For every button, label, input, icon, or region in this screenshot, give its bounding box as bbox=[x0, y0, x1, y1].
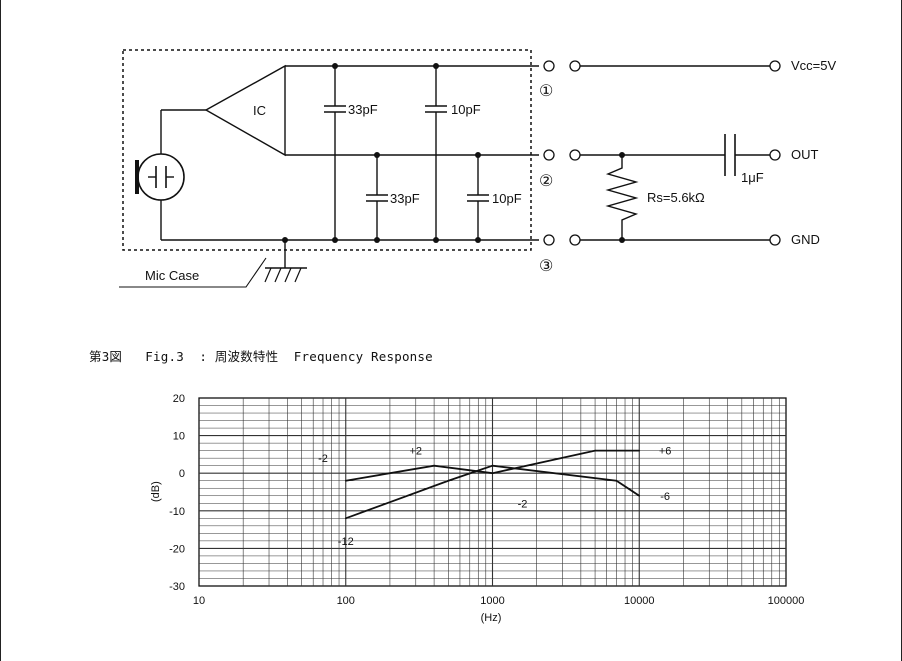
x-tick-label: 10000 bbox=[624, 595, 655, 607]
pin-2-number: ② bbox=[539, 173, 553, 190]
annotation-label: +2 bbox=[409, 446, 422, 458]
figure-caption: 第3図 Fig.3 : 周波数特性 Frequency Response bbox=[89, 349, 433, 364]
capacitor-33pf-bottom bbox=[366, 152, 388, 243]
x-tick-label: 1000 bbox=[480, 595, 504, 607]
ic-amplifier bbox=[204, 64, 286, 157]
chart-series bbox=[344, 449, 641, 520]
annotation-label: -12 bbox=[338, 536, 354, 548]
resistor-label: Rs=5.6kΩ bbox=[647, 190, 705, 205]
ground-symbol-icon bbox=[264, 240, 307, 283]
y-tick-label: 0 bbox=[179, 468, 185, 480]
data-point-upper bbox=[638, 449, 641, 452]
annotation-label: +6 bbox=[659, 446, 672, 458]
y-tick-label: 20 bbox=[173, 393, 185, 405]
cap-top-2-label: 10pF bbox=[451, 102, 481, 117]
data-point-lower bbox=[491, 464, 494, 467]
data-point-lower bbox=[615, 479, 618, 482]
resistor-icon bbox=[605, 155, 639, 240]
capacitor-33pf-top bbox=[324, 63, 346, 243]
annotation-label: -6 bbox=[660, 491, 670, 503]
mic-enclosure bbox=[122, 49, 532, 251]
y-tick-label: -10 bbox=[169, 506, 185, 518]
y-tick-label: -20 bbox=[169, 543, 185, 555]
microphone-circuit-diagram: IC 33pF 10pF bbox=[119, 49, 836, 288]
x-tick-label: 10 bbox=[193, 595, 205, 607]
capacitor-10pf-top bbox=[425, 63, 447, 243]
microphone-icon bbox=[135, 153, 185, 201]
pin-3-number: ③ bbox=[539, 258, 553, 275]
cap-top-1-label: 33pF bbox=[348, 102, 378, 117]
data-point-lower bbox=[344, 517, 347, 520]
vcc-label: Vcc=5V bbox=[791, 58, 836, 73]
data-point-upper bbox=[344, 479, 347, 482]
annotation-label: -2 bbox=[318, 453, 328, 465]
data-point-lower bbox=[638, 494, 641, 497]
cap-bot-2-label: 10pF bbox=[492, 191, 522, 206]
cap-bot-1-label: 33pF bbox=[390, 191, 420, 206]
capacitor-10pf-bottom bbox=[467, 152, 489, 243]
y-tick-label: -30 bbox=[169, 581, 185, 593]
gnd-label: GND bbox=[791, 232, 820, 247]
out-cap-label: 1μF bbox=[741, 170, 764, 185]
data-point-upper bbox=[594, 449, 596, 452]
data-point-upper bbox=[491, 472, 494, 474]
capacitor-1uf bbox=[724, 134, 736, 176]
out-label: OUT bbox=[791, 147, 819, 162]
data-point-upper bbox=[433, 464, 435, 467]
x-axis-label: (Hz) bbox=[481, 612, 502, 624]
y-axis-label: (dB) bbox=[150, 481, 162, 502]
mic-case-label: Mic Case bbox=[145, 268, 199, 283]
annotation-label: -2 bbox=[518, 498, 528, 510]
x-tick-label: 100000 bbox=[768, 595, 805, 607]
chart-grid bbox=[198, 397, 787, 587]
y-tick-label: 10 bbox=[173, 431, 185, 443]
data-point-lower bbox=[447, 479, 450, 482]
x-tick-label: 100 bbox=[337, 595, 355, 607]
pin-1-number: ① bbox=[539, 83, 553, 100]
chart-annotations: -2 +2 +6 -2 -6 -12 bbox=[318, 446, 671, 548]
ic-label: IC bbox=[253, 103, 266, 118]
